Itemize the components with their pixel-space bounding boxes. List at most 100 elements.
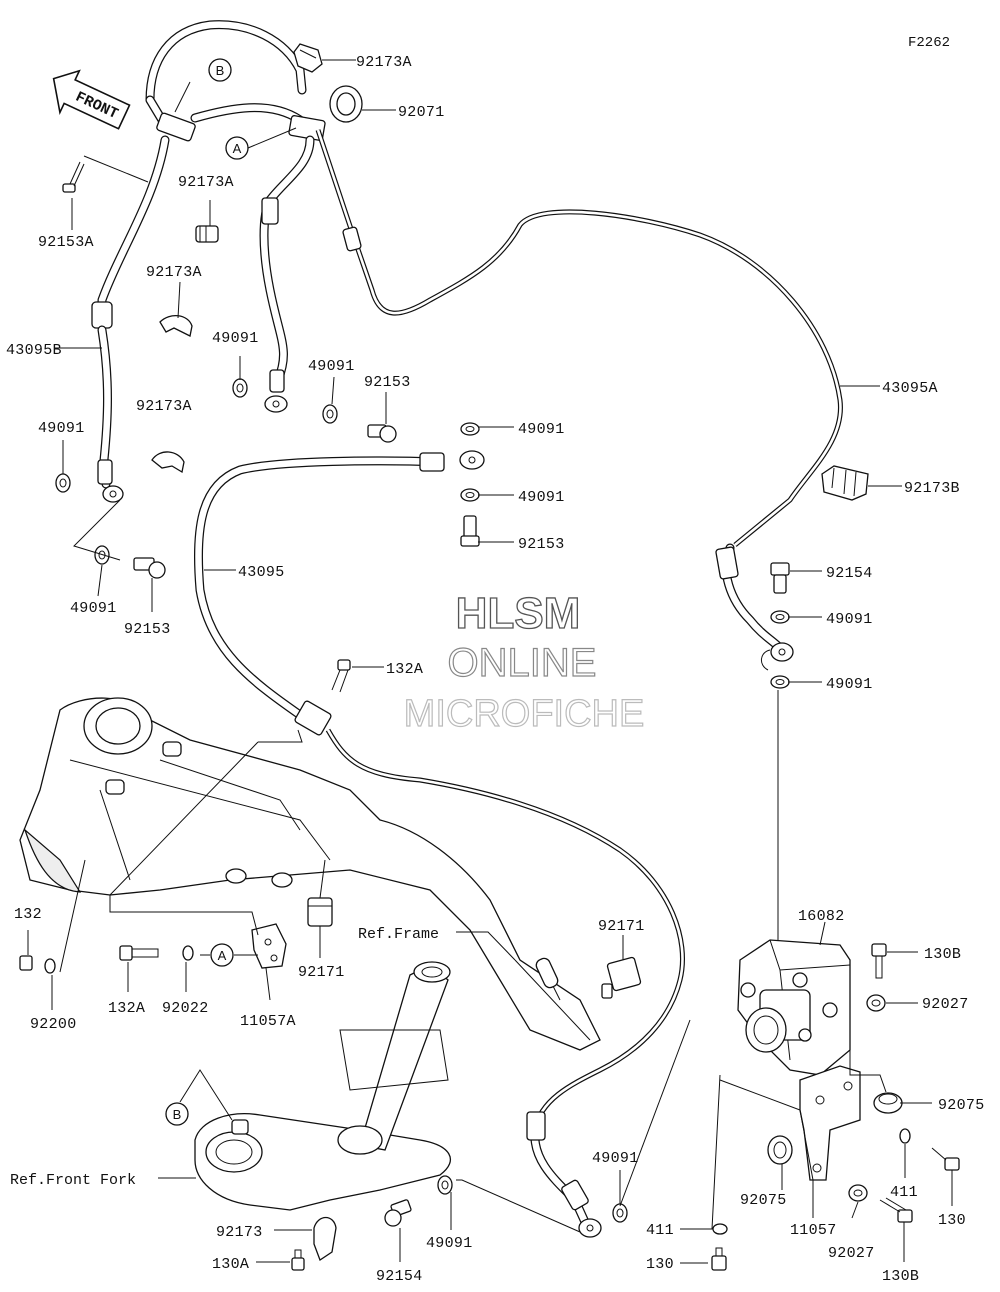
label-92075-2[interactable]: 92075 bbox=[740, 1192, 787, 1209]
label-92027-1[interactable]: 92027 bbox=[922, 996, 969, 1013]
label-11057[interactable]: 11057 bbox=[790, 1222, 837, 1239]
clamp-92173-fork bbox=[313, 1216, 337, 1261]
clamp-92173A-lower bbox=[159, 315, 193, 337]
brake-pipe-lower bbox=[325, 728, 685, 1238]
connector-mark-b-lower: B bbox=[165, 1102, 189, 1126]
brake-hose-right bbox=[715, 543, 794, 671]
label-49091-7[interactable]: 49091 bbox=[826, 676, 873, 693]
collar-92027-lower bbox=[848, 1184, 868, 1202]
label-92153-1[interactable]: 92153 bbox=[364, 374, 411, 391]
label-130B-1[interactable]: 130B bbox=[924, 946, 961, 963]
clamp-92173A-mid bbox=[195, 225, 219, 243]
label-92153-2[interactable]: 92153 bbox=[518, 536, 565, 553]
connector-mark-b-upper: B bbox=[208, 58, 232, 82]
abs-bracket-11057 bbox=[799, 1065, 861, 1181]
grommet-92071 bbox=[329, 85, 363, 123]
connector-mark-a-upper: A bbox=[225, 136, 249, 160]
label-49091-1[interactable]: 49091 bbox=[212, 330, 259, 347]
label-92154-2[interactable]: 92154 bbox=[376, 1268, 423, 1285]
label-411-1[interactable]: 411 bbox=[890, 1184, 918, 1201]
label-92071[interactable]: 92071 bbox=[398, 104, 445, 121]
banjo-bolt-92153-center bbox=[367, 424, 397, 443]
bolt-132 bbox=[19, 955, 56, 974]
clamp-92173B bbox=[821, 465, 869, 501]
brake-pipe-43095A bbox=[315, 129, 843, 547]
watermark-line3: MICROFICHE bbox=[404, 693, 645, 735]
label-92153A[interactable]: 92153A bbox=[38, 234, 94, 251]
watermark: HLSM ONLINE MICROFICHE bbox=[403, 588, 645, 735]
clamp-92173A-bottom bbox=[151, 451, 185, 474]
watermark-line1: HLSM bbox=[456, 589, 581, 638]
damper-92171-right bbox=[601, 956, 642, 999]
label-132A-1[interactable]: 132A bbox=[386, 661, 423, 678]
label-49091-10[interactable]: 49091 bbox=[426, 1235, 473, 1252]
label-92173A-1[interactable]: 92173A bbox=[356, 54, 412, 71]
label-49091-9[interactable]: 49091 bbox=[592, 1150, 639, 1167]
bolt-130-right bbox=[931, 1147, 960, 1171]
clamp-92173A-top bbox=[293, 43, 323, 73]
label-92171-2[interactable]: 92171 bbox=[598, 918, 645, 935]
label-92171-1[interactable]: 92171 bbox=[298, 964, 345, 981]
label-92173A-2[interactable]: 92173A bbox=[178, 174, 234, 191]
label-49091-4[interactable]: 49091 bbox=[518, 421, 565, 438]
label-49091-3[interactable]: 49091 bbox=[308, 358, 355, 375]
label-49091-5[interactable]: 49091 bbox=[518, 489, 565, 506]
watermark-line2: ONLINE bbox=[448, 641, 597, 685]
label-92173A-4[interactable]: 92173A bbox=[136, 398, 192, 415]
label-16082[interactable]: 16082 bbox=[798, 908, 845, 925]
label-132A-2[interactable]: 132A bbox=[108, 1000, 145, 1017]
label-49091-2[interactable]: 49091 bbox=[38, 420, 85, 437]
label-130A[interactable]: 130A bbox=[212, 1256, 249, 1273]
washer-49091-lower-2 bbox=[437, 1175, 453, 1195]
ref-front-fork-label[interactable]: Ref.Front Fork bbox=[10, 1172, 136, 1189]
label-11057A[interactable]: 11057A bbox=[240, 1013, 296, 1030]
front-fork-ref bbox=[194, 961, 452, 1211]
washer-411-lower bbox=[712, 1223, 728, 1235]
label-92173B[interactable]: 92173B bbox=[904, 480, 960, 497]
connector-a-label-upper: A bbox=[233, 141, 242, 156]
bolt-130-lower bbox=[711, 1247, 727, 1271]
label-130-2[interactable]: 130 bbox=[646, 1256, 674, 1273]
washer-49091-center-2 bbox=[322, 404, 338, 424]
label-92173[interactable]: 92173 bbox=[216, 1224, 263, 1241]
washer-49091-center-1 bbox=[232, 378, 248, 398]
bracket-11057A bbox=[251, 923, 287, 969]
ref-frame-label[interactable]: Ref.Frame bbox=[358, 926, 439, 943]
banjo-bolt-92153-left bbox=[133, 557, 166, 579]
label-92200[interactable]: 92200 bbox=[30, 1016, 77, 1033]
label-92022[interactable]: 92022 bbox=[162, 1000, 209, 1017]
label-130B-2[interactable]: 130B bbox=[882, 1268, 919, 1285]
label-49091-6[interactable]: 49091 bbox=[826, 611, 873, 628]
label-92027-2[interactable]: 92027 bbox=[828, 1245, 875, 1262]
connector-b-label-lower: B bbox=[173, 1107, 182, 1122]
figure-id: F2262 bbox=[908, 35, 950, 51]
grommet-92075-lower bbox=[767, 1135, 793, 1165]
banjo-bolt-92153-mid bbox=[460, 515, 480, 547]
abs-unit-16082 bbox=[737, 939, 851, 1076]
label-43095B[interactable]: 43095B bbox=[6, 342, 62, 359]
washer-49091-right-1 bbox=[770, 610, 790, 624]
label-132[interactable]: 132 bbox=[14, 906, 42, 923]
label-411-2[interactable]: 411 bbox=[646, 1222, 674, 1239]
part-number-labels: 92173A 92071 92173A 92153A 92173A 43095B… bbox=[6, 54, 985, 1285]
label-43095A[interactable]: 43095A bbox=[882, 380, 938, 397]
label-92153-3[interactable]: 92153 bbox=[124, 621, 171, 638]
connector-b-label-upper: B bbox=[216, 63, 225, 78]
label-92154-1[interactable]: 92154 bbox=[826, 565, 873, 582]
bolt-130B-lower bbox=[879, 1197, 913, 1223]
washer-411-right bbox=[899, 1128, 911, 1144]
bolt-132A-upper bbox=[331, 659, 351, 693]
brake-hose-upper bbox=[145, 20, 326, 142]
label-92075-1[interactable]: 92075 bbox=[938, 1097, 985, 1114]
label-92173A-3[interactable]: 92173A bbox=[146, 264, 202, 281]
brake-hose-center-left bbox=[259, 135, 315, 413]
grommet-92075-right bbox=[873, 1092, 903, 1114]
washer-49091-lower-1 bbox=[612, 1203, 628, 1223]
label-130-1[interactable]: 130 bbox=[938, 1212, 966, 1229]
washer-49091-right-2 bbox=[770, 675, 790, 689]
label-49091-8[interactable]: 49091 bbox=[70, 600, 117, 617]
connector-a-label-lower: A bbox=[218, 948, 227, 963]
label-43095[interactable]: 43095 bbox=[238, 564, 285, 581]
bolt-92153A bbox=[62, 161, 85, 193]
